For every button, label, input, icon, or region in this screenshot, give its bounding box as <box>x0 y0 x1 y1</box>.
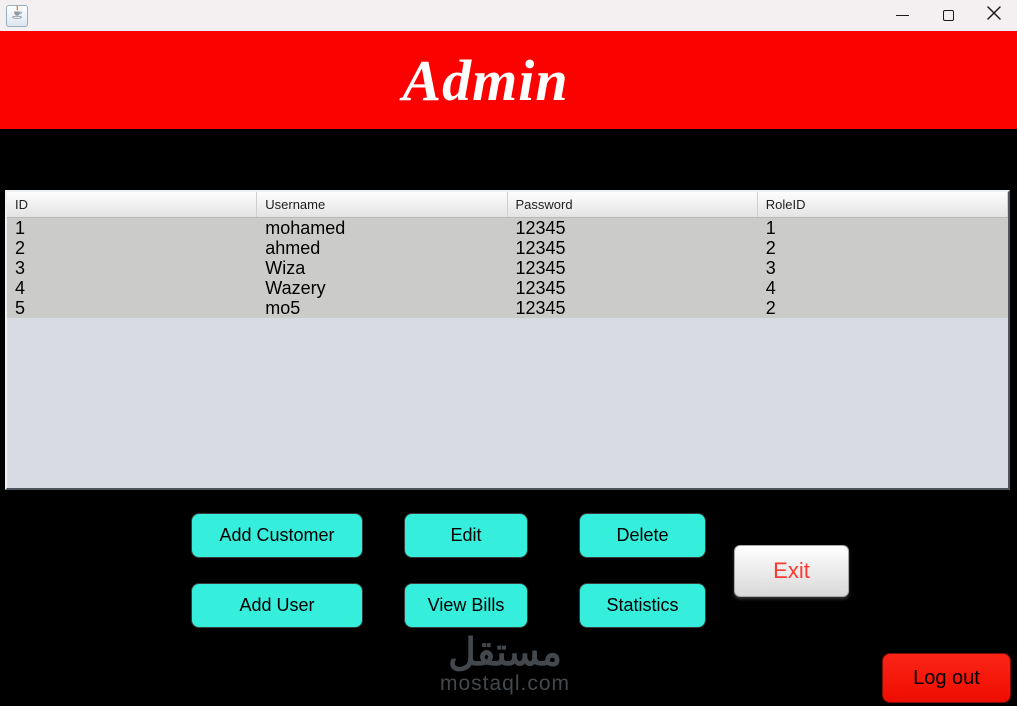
table-cell: Wiza <box>265 258 306 278</box>
column-header-id[interactable]: ID <box>7 192 258 217</box>
java-coffee-cup-icon <box>8 4 26 27</box>
table-row[interactable]: 2 ahmed 12345 2 <box>7 238 1008 258</box>
window-controls <box>879 0 1017 31</box>
statistics-button[interactable]: Statistics <box>579 583 706 628</box>
table-cell: Wazery <box>265 278 326 298</box>
table-cell: 3 <box>765 258 776 278</box>
add-customer-button[interactable]: Add Customer <box>191 513 363 558</box>
table-header: ID Username Password RoleID <box>7 192 1008 218</box>
close-icon <box>987 6 1001 25</box>
banner: Admin <box>0 31 1017 129</box>
column-header-username[interactable]: Username <box>257 192 508 217</box>
table-row[interactable]: 4 Wazery 12345 4 <box>7 278 1008 298</box>
table-cell: 12345 <box>515 258 566 278</box>
minimize-button[interactable] <box>879 0 925 31</box>
table-cell: 1 <box>15 218 26 238</box>
title-bar <box>0 0 1017 31</box>
table-cell: 12345 <box>515 298 566 318</box>
view-bills-button[interactable]: View Bills <box>404 583 528 628</box>
table-cell: mohamed <box>265 218 346 238</box>
table-row[interactable]: 1 mohamed 12345 1 <box>7 218 1008 238</box>
table-cell: 12345 <box>515 238 566 258</box>
table-cell: 2 <box>15 238 26 258</box>
column-header-roleid[interactable]: RoleID <box>758 192 1008 217</box>
exit-button[interactable]: Exit <box>734 545 849 597</box>
maximize-button[interactable] <box>925 0 971 31</box>
watermark-domain-text: mostaql.com <box>439 672 571 695</box>
table-cell: 2 <box>765 298 776 318</box>
table-cell: 4 <box>765 278 776 298</box>
table-cell: ahmed <box>265 238 321 258</box>
table-cell: 3 <box>15 258 26 278</box>
page-title: Admin <box>402 47 569 113</box>
table-row[interactable]: 3 Wiza 12345 3 <box>7 258 1008 278</box>
table-row[interactable]: 5 mo5 12345 2 <box>7 298 1008 318</box>
table-cell: 5 <box>15 298 26 318</box>
table-cell: 2 <box>765 238 776 258</box>
watermark-arabic-text: مستقل <box>448 632 562 674</box>
logout-button[interactable]: Log out <box>882 653 1011 703</box>
column-header-password[interactable]: Password <box>508 192 758 217</box>
close-button[interactable] <box>971 0 1017 31</box>
minimize-icon <box>895 15 909 16</box>
delete-button[interactable]: Delete <box>579 513 706 558</box>
table-cell: 12345 <box>515 278 566 298</box>
mostaql-watermark: مستقل mostaql.com <box>385 633 625 695</box>
table-cell: 4 <box>15 278 26 298</box>
edit-button[interactable]: Edit <box>404 513 528 558</box>
table-cell: 12345 <box>515 218 566 238</box>
add-user-button[interactable]: Add User <box>191 583 363 628</box>
app-menu-button[interactable] <box>6 4 28 27</box>
maximize-icon <box>942 10 954 21</box>
table-cell: mo5 <box>265 298 301 318</box>
table-cell: 1 <box>765 218 776 238</box>
